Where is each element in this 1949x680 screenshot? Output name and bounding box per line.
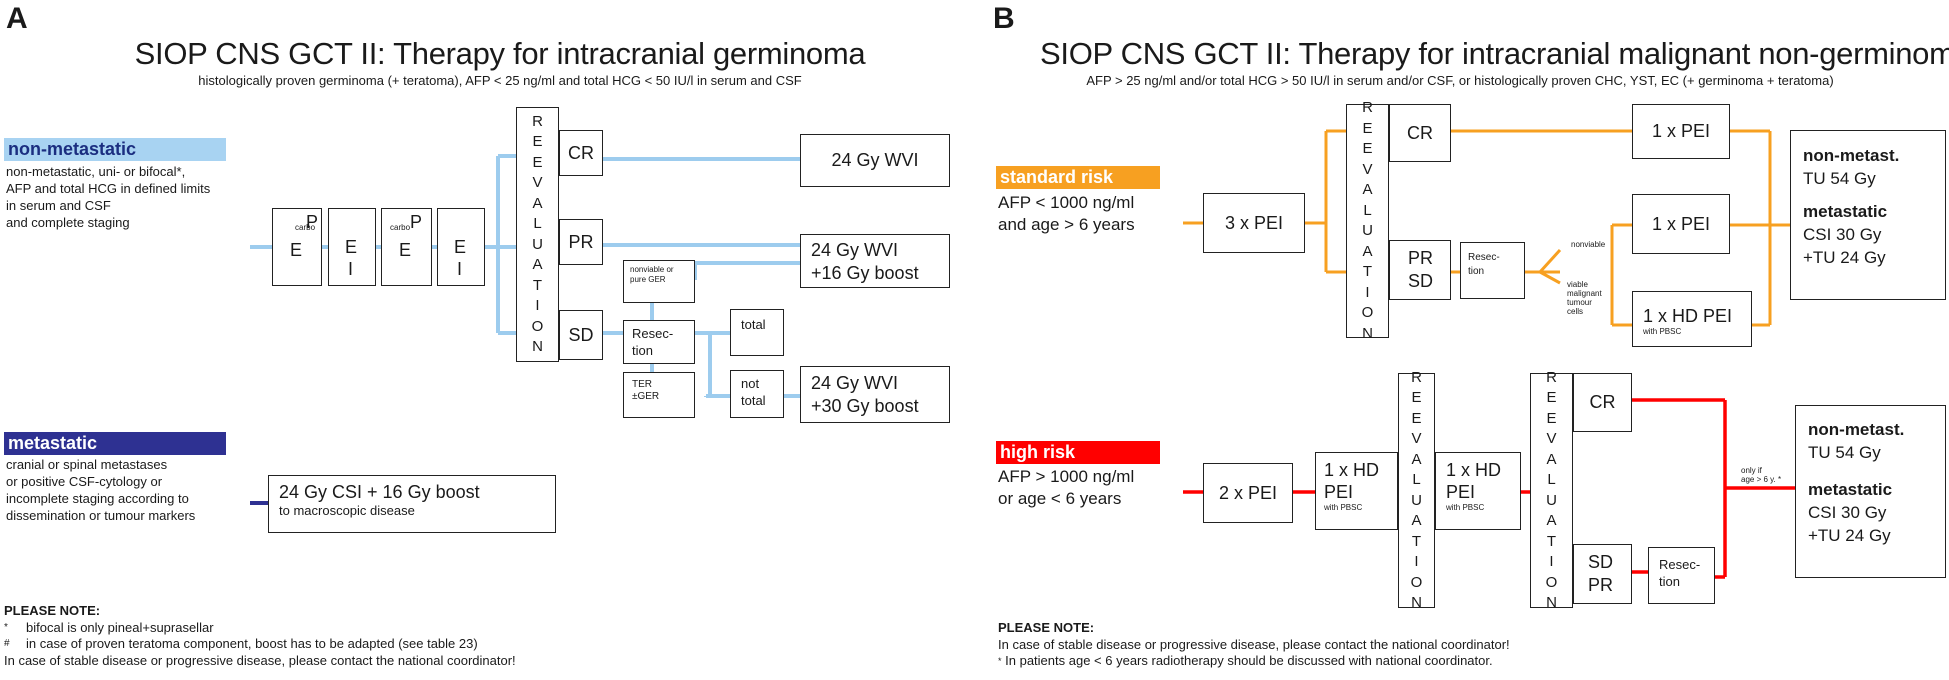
hr-hd-pei-1: 1 x HD PEI with PBSC bbox=[1315, 452, 1398, 530]
panel-a-notes: PLEASE NOTE: *bifocal is only pineal+sup… bbox=[4, 603, 516, 668]
standard-risk-criteria: AFP < 1000 ng/ml and age > 6 years bbox=[998, 193, 1135, 234]
panel-b-cr-high: CR bbox=[1573, 373, 1632, 432]
panel-b-resection-standard: Resec-tion bbox=[1460, 242, 1525, 299]
nonviable-label: nonviable bbox=[1571, 240, 1606, 249]
standard-risk-label: standard risk bbox=[996, 166, 1160, 189]
nonmetastatic-label: non-metastatic bbox=[4, 138, 226, 161]
panel-a-resection: Resec-tion bbox=[623, 320, 695, 364]
high-risk-criteria: AFP > 1000 ng/ml or age < 6 years bbox=[998, 467, 1135, 508]
sr-radiotherapy-outcome: non-metast. TU 54 Gy metastatic CSI 30 G… bbox=[1790, 130, 1946, 300]
panel-b-subtitle: AFP > 25 ng/ml and/or total HCG > 50 IU/… bbox=[1086, 73, 1834, 88]
metastatic-description: cranial or spinal metastases or positive… bbox=[6, 457, 196, 523]
hr-2x-pei: 2 x PEI bbox=[1203, 463, 1293, 523]
nonmetastatic-description: non-metastatic, uni- or bifocal*, AFP an… bbox=[6, 164, 211, 230]
panel-a-cr: CR bbox=[559, 130, 603, 176]
chemo-block-ei-1: E I bbox=[328, 208, 376, 286]
hr-hd-pei-2: 1 x HD PEI with PBSC bbox=[1435, 452, 1521, 530]
panel-b-notes: PLEASE NOTE: In case of stable disease o… bbox=[998, 620, 1510, 668]
sr-1x-hd-pei: 1 x HD PEI with PBSC bbox=[1632, 291, 1752, 347]
chemo-block-carbo-pe-2: carbo P E bbox=[381, 208, 432, 286]
panel-b-title: SIOP CNS GCT II: Therapy for intracrania… bbox=[1040, 36, 1949, 71]
sr-3x-pei: 3 x PEI bbox=[1203, 193, 1305, 253]
chemo-block-carbo-pe-1: carbo P E bbox=[272, 208, 322, 286]
hr-radiotherapy-outcome: non-metast. TU 54 Gy metastatic CSI 30 G… bbox=[1795, 405, 1946, 578]
ter-ger: TER±GER bbox=[623, 372, 695, 418]
outcome-cr-wvi: 24 Gy WVI bbox=[800, 134, 950, 187]
panel-a-pr: PR bbox=[559, 219, 603, 265]
sr-1x-pei-nonviable: 1 x PEI bbox=[1632, 194, 1730, 254]
panel-a-sd: SD bbox=[559, 310, 603, 360]
panel-a-subtitle: histologically proven germinoma (+ terat… bbox=[198, 73, 802, 88]
outcome-pr-wvi-boost: 24 Gy WVI+16 Gy boost bbox=[800, 234, 950, 288]
panel-b-cr-standard: CR bbox=[1389, 104, 1451, 162]
sr-1x-pei-cr: 1 x PEI bbox=[1632, 104, 1730, 159]
high-risk-label: high risk bbox=[996, 441, 1160, 464]
metastatic-therapy: 24 Gy CSI + 16 Gy boost to macroscopic d… bbox=[268, 475, 556, 533]
panel-b-resection-high: Resec-tion bbox=[1648, 547, 1715, 604]
total-resection: total bbox=[730, 309, 784, 356]
split-fork bbox=[1538, 248, 1562, 285]
outcome-sd-wvi-boost: 24 Gy WVI+30 Gy boost bbox=[800, 366, 950, 423]
metastatic-label: metastatic bbox=[4, 432, 226, 455]
chemo-block-ei-2: E I bbox=[437, 208, 485, 286]
panel-b-letter: B bbox=[993, 2, 1015, 35]
panel-a-title: SIOP CNS GCT II: Therapy for intracrania… bbox=[134, 36, 866, 71]
panel-a-letter: A bbox=[6, 2, 28, 35]
